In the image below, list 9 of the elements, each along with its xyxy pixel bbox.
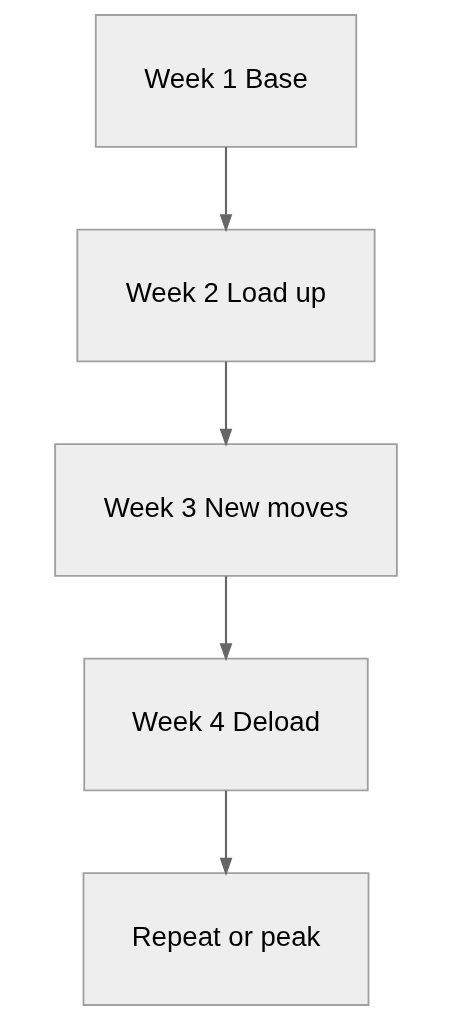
node-box: Repeat or peak: [82, 872, 370, 1006]
node-box: Week 2 Load up: [76, 228, 376, 363]
arrow: [219, 576, 233, 662]
arrow: [219, 147, 233, 233]
node-box: Week 1 Base: [94, 14, 358, 148]
arrow: [219, 361, 233, 447]
arrow: [219, 790, 233, 876]
node-box: Week 4 Deload: [83, 657, 369, 792]
node-box: Week 3 New moves: [54, 443, 398, 577]
